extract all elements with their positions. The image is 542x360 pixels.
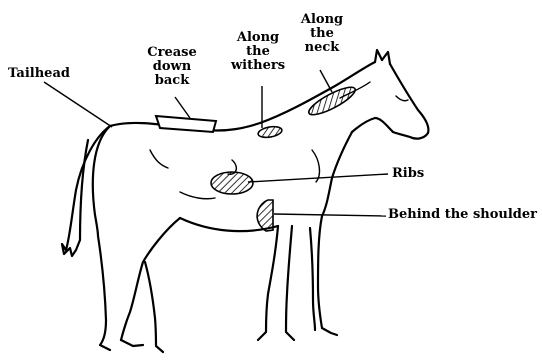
label-neck-line-3: neck <box>297 41 347 55</box>
label-withers-line-1: Along <box>226 31 290 45</box>
label-ribs-text: Ribs <box>392 167 424 181</box>
withers-area <box>257 125 282 139</box>
horse-outline <box>62 50 428 352</box>
label-along-the-withers: Along the withers <box>226 31 290 73</box>
label-neck-line-1: Along <box>297 13 347 27</box>
label-ribs: Ribs <box>392 167 424 181</box>
label-withers-line-2: the <box>226 45 290 59</box>
crease-marker <box>156 116 216 132</box>
label-withers-line-3: withers <box>226 59 290 73</box>
label-crease-line-3: back <box>143 74 201 88</box>
label-shoulder-text: Behind the shoulder <box>388 208 537 222</box>
label-tailhead: Tailhead <box>8 67 70 81</box>
label-tailhead-text: Tailhead <box>8 67 70 81</box>
ribs-area <box>211 172 253 194</box>
label-crease-line-1: Crease <box>143 46 201 60</box>
label-behind-the-shoulder: Behind the shoulder <box>388 208 537 222</box>
label-neck-line-2: the <box>297 27 347 41</box>
label-crease-down-back: Crease down back <box>143 46 201 88</box>
shoulder-area <box>257 200 273 231</box>
label-along-the-neck: Along the neck <box>297 13 347 55</box>
label-crease-line-2: down <box>143 60 201 74</box>
